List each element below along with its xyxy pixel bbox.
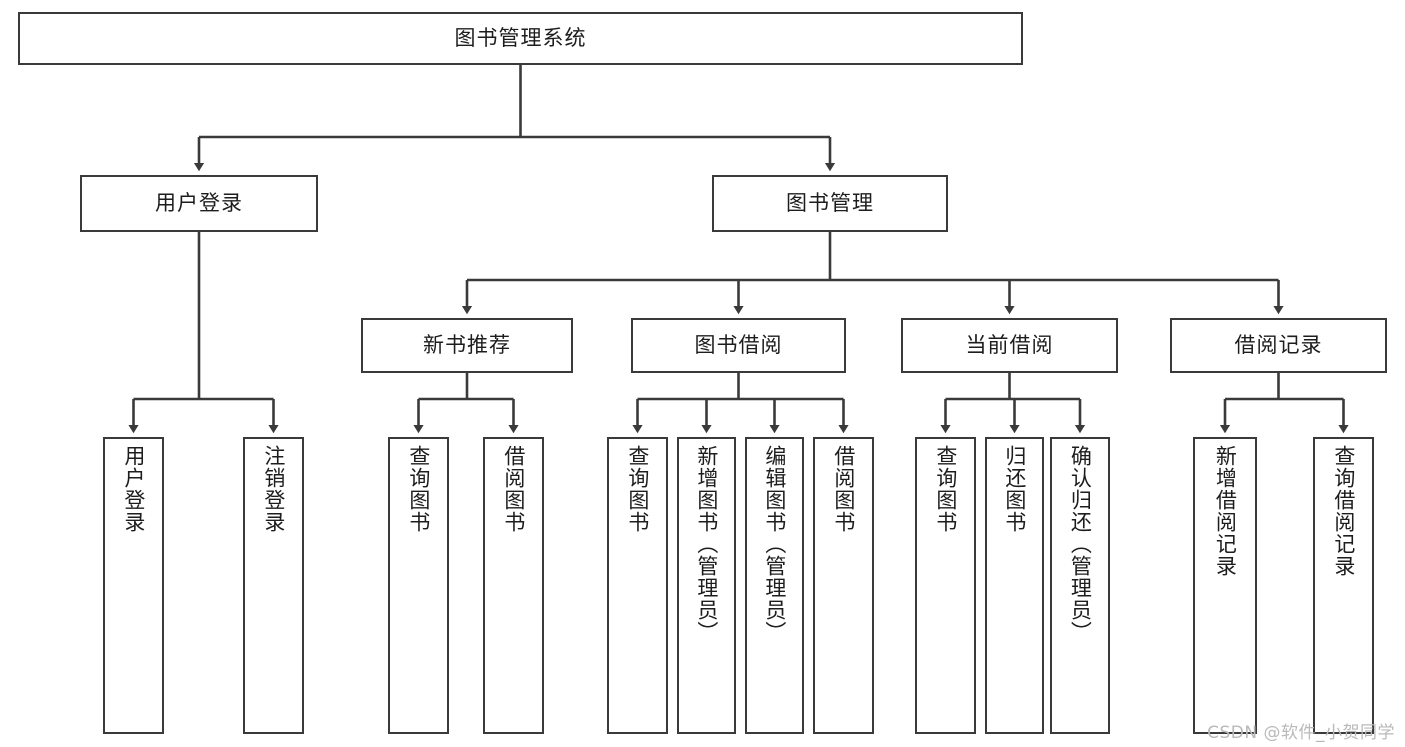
node-l2a[interactable]: 用户登录	[80, 175, 318, 232]
node-label: 图书管理系统	[454, 25, 587, 50]
node-label: 编辑图书（管理员）	[762, 445, 787, 643]
node-lf3[interactable]: 查询图书	[388, 437, 449, 734]
node-lf9[interactable]: 查询图书	[915, 437, 976, 734]
node-label: 查询图书	[625, 445, 650, 533]
node-lf7[interactable]: 编辑图书（管理员）	[745, 437, 804, 734]
node-label: 用户登录	[155, 190, 243, 215]
node-label: 图书管理	[786, 190, 874, 215]
node-label: 查询借阅记录	[1331, 445, 1356, 577]
node-l3c[interactable]: 当前借阅	[901, 318, 1118, 373]
node-l3d[interactable]: 借阅记录	[1170, 318, 1387, 373]
node-label: 借阅图书	[501, 445, 526, 533]
node-lf11[interactable]: 确认归还（管理员）	[1050, 437, 1110, 734]
node-label: 借阅记录	[1234, 332, 1323, 357]
node-lf4[interactable]: 借阅图书	[483, 437, 544, 734]
node-label: 当前借阅	[965, 332, 1054, 357]
node-label: 确认归还（管理员）	[1068, 445, 1093, 643]
node-label: 新书推荐	[423, 332, 511, 357]
node-l3a[interactable]: 新书推荐	[361, 318, 573, 373]
node-label: 归还图书	[1002, 445, 1027, 533]
node-lf2[interactable]: 注销登录	[243, 437, 304, 734]
node-lf5[interactable]: 查询图书	[607, 437, 668, 734]
node-lf12[interactable]: 新增借阅记录	[1193, 437, 1257, 734]
node-label: 借阅图书	[831, 445, 856, 533]
node-label: 图书借阅	[694, 332, 783, 357]
node-lf10[interactable]: 归还图书	[985, 437, 1044, 734]
node-lf1[interactable]: 用户登录	[103, 437, 164, 734]
watermark-text: CSDN @软件_小贺同学	[1207, 723, 1395, 743]
node-root[interactable]: 图书管理系统	[18, 12, 1023, 65]
node-lf6[interactable]: 新增图书（管理员）	[677, 437, 736, 734]
node-lf8[interactable]: 借阅图书	[813, 437, 874, 734]
node-label: 注销登录	[261, 445, 286, 533]
node-label: 新增借阅记录	[1213, 445, 1238, 577]
node-label: 查询图书	[933, 445, 958, 533]
node-l2b[interactable]: 图书管理	[712, 175, 948, 232]
node-lf13[interactable]: 查询借阅记录	[1313, 437, 1374, 734]
node-label: 新增图书（管理员）	[694, 445, 719, 643]
node-label: 查询图书	[406, 445, 431, 533]
node-label: 用户登录	[121, 445, 146, 533]
node-l3b[interactable]: 图书借阅	[631, 318, 846, 373]
